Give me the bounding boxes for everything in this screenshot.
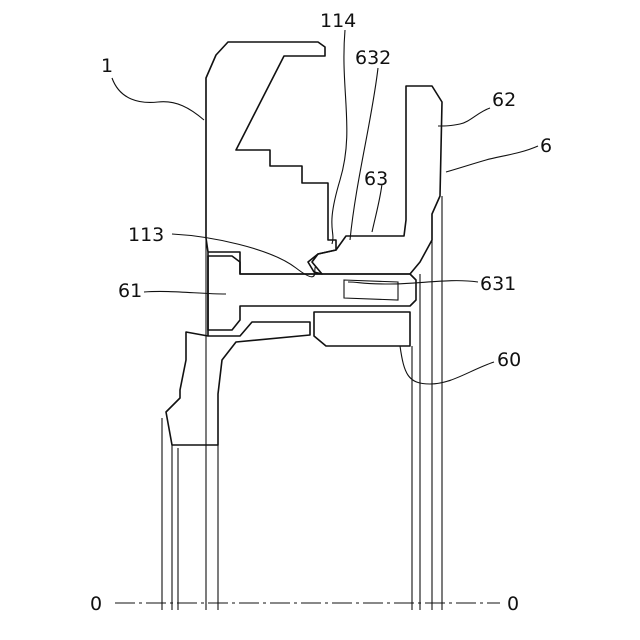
hub-wall-lines bbox=[412, 196, 442, 610]
wheel-inner-edges bbox=[162, 78, 218, 610]
nut-section bbox=[314, 312, 410, 346]
label-1: 1 bbox=[101, 55, 113, 77]
label-632: 632 bbox=[355, 47, 391, 69]
bolt-section bbox=[208, 256, 416, 330]
label-631: 631 bbox=[480, 273, 516, 295]
label-113: 113 bbox=[128, 224, 164, 246]
label-114: 114 bbox=[320, 10, 356, 32]
label-63: 63 bbox=[364, 168, 388, 190]
label-62: 62 bbox=[492, 89, 516, 111]
wheel-body-section bbox=[166, 42, 336, 445]
label-6: 6 bbox=[540, 135, 552, 157]
label-axis-right: 0 bbox=[507, 593, 519, 615]
label-60: 60 bbox=[497, 349, 521, 371]
label-axis-left: 0 bbox=[90, 593, 102, 615]
leader-lines bbox=[112, 30, 538, 384]
label-61: 61 bbox=[118, 280, 142, 302]
